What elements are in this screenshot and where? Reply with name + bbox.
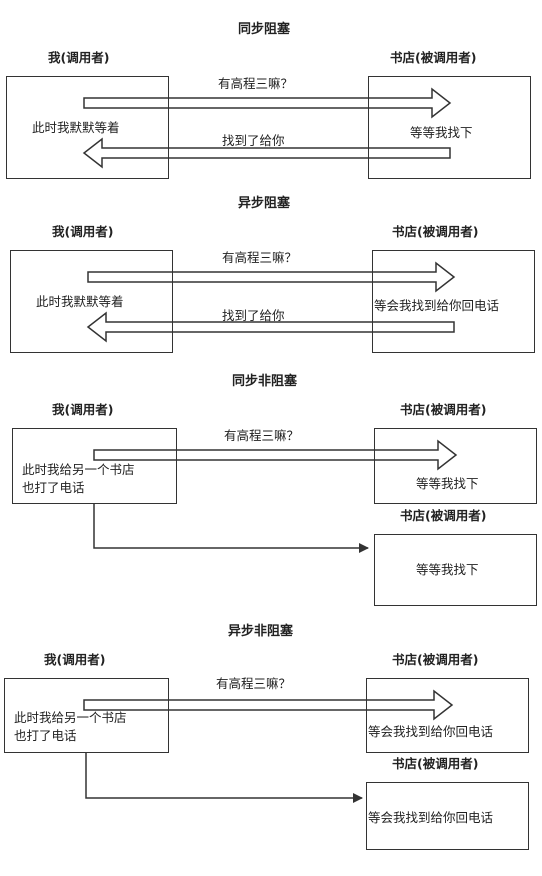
second-callee-header: 书店(被调用者) <box>400 508 487 523</box>
callee-header: 书店(被调用者) <box>400 402 487 417</box>
request-arrow-1 <box>83 87 452 119</box>
response-label: 找到了给你 <box>222 133 285 148</box>
response-label: 找到了给你 <box>222 308 285 323</box>
caller-box <box>12 428 177 504</box>
caller-header: 我(调用者) <box>44 652 106 667</box>
second-callee-box <box>366 782 529 850</box>
caller-text: 此时我默默等着 <box>36 294 124 309</box>
second-callee-text: 等会我找到给你回电话 <box>368 810 494 825</box>
request-label: 有高程三嘛？ <box>218 76 294 91</box>
caller-text-line1: 此时我给另一个书店 <box>22 462 135 477</box>
callee-box <box>374 428 537 504</box>
request-label: 有高程三嘛？ <box>216 676 292 691</box>
request-label: 有高程三嘛？ <box>222 250 298 265</box>
caller-text-line2: 也打了电话 <box>22 480 85 495</box>
callee-header: 书店(被调用者) <box>392 652 479 667</box>
callee-box <box>368 76 531 179</box>
section-title-async-blocking: 异步阻塞 <box>238 196 291 211</box>
callee-box <box>372 250 535 353</box>
section-title-async-nonblocking: 异步非阻塞 <box>228 624 294 639</box>
caller-text: 此时我默默等着 <box>32 120 120 135</box>
request-arrow-4 <box>83 689 454 721</box>
second-callee-header: 书店(被调用者) <box>392 756 479 771</box>
caller-box <box>6 76 169 179</box>
caller-box <box>4 678 169 753</box>
connector-arrow-3 <box>93 503 369 553</box>
callee-text: 等等我找下 <box>410 125 473 140</box>
response-arrow-1 <box>82 137 451 169</box>
callee-header: 书店(被调用者) <box>392 224 479 239</box>
request-arrow-3 <box>93 439 458 471</box>
callee-box <box>366 678 529 753</box>
second-callee-box <box>374 534 537 606</box>
caller-text-line2: 也打了电话 <box>14 728 77 743</box>
caller-header: 我(调用者) <box>52 402 114 417</box>
request-label: 有高程三嘛？ <box>224 428 300 443</box>
callee-text: 等会我找到给你回电话 <box>368 724 494 739</box>
caller-box <box>10 250 173 353</box>
request-arrow-2 <box>87 261 456 293</box>
section-title-sync-blocking: 同步阻塞 <box>238 22 291 37</box>
callee-header: 书店(被调用者) <box>390 50 477 65</box>
callee-text: 等等我找下 <box>416 476 479 491</box>
caller-header: 我(调用者) <box>52 224 114 239</box>
section-title-sync-nonblocking: 同步非阻塞 <box>232 374 298 389</box>
callee-text: 等会我找到给你回电话 <box>374 298 500 313</box>
caller-text-line1: 此时我给另一个书店 <box>14 710 127 725</box>
connector-arrow-4 <box>85 752 363 803</box>
caller-header: 我(调用者) <box>48 50 110 65</box>
second-callee-text: 等等我找下 <box>416 562 479 577</box>
response-arrow-2 <box>86 311 455 343</box>
